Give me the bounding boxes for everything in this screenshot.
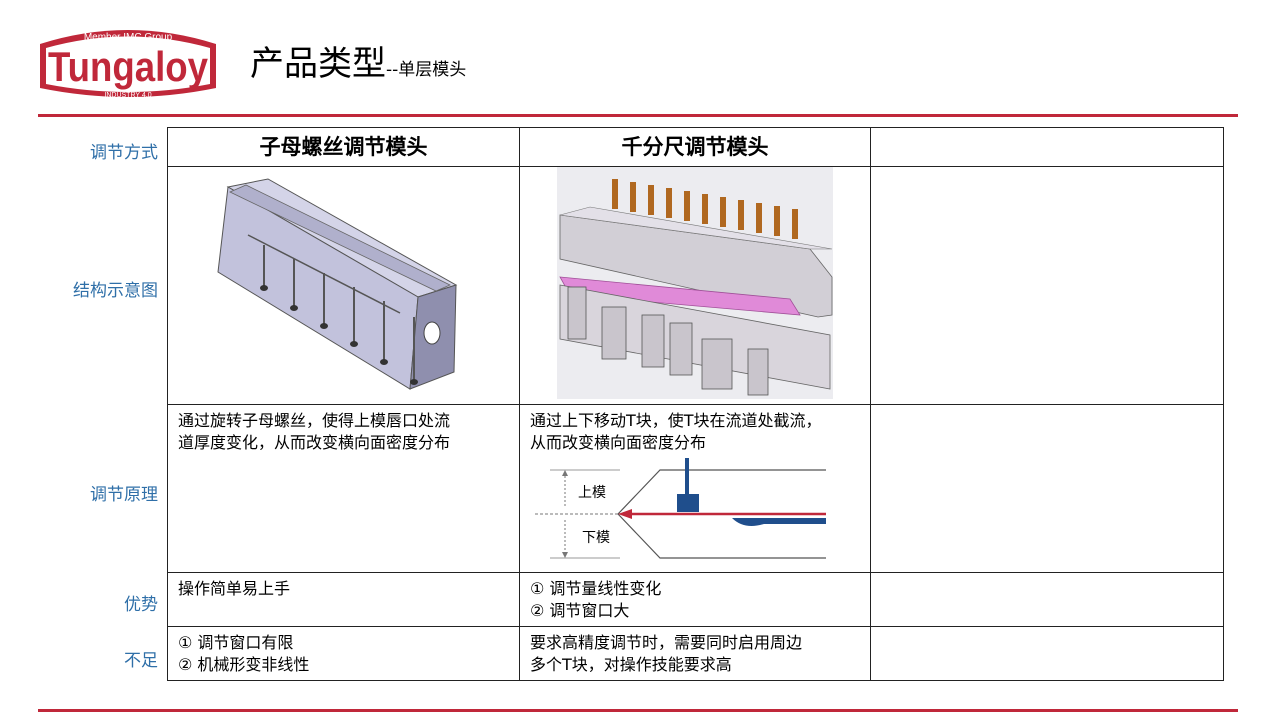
row-label-method: 调节方式 <box>90 143 158 163</box>
principle-cell-3 <box>870 404 1224 573</box>
shortcoming-line: 要求高精度调节时，需要同时启用周边 <box>530 633 803 652</box>
shortcoming-line: 多个T块，对操作技能要求高 <box>530 655 732 674</box>
shortcoming-cell-2: 要求高精度调节时，需要同时启用周边 多个T块，对操作技能要求高 <box>519 626 871 681</box>
shortcoming-cell-3 <box>870 626 1224 681</box>
structure-row <box>167 166 1224 405</box>
shortcoming-row: ① 调节窗口有限 ② 机械形变非线性 要求高精度调节时，需要同时启用周边 多个T… <box>167 626 1224 681</box>
principle-line: 通过上下移动T块，使T块在流道处截流， <box>530 411 822 430</box>
structure-cell-2 <box>519 166 871 405</box>
micrometer-die-illustration <box>557 167 833 399</box>
shortcoming-line: ① 调节窗口有限 <box>178 633 294 652</box>
shortcoming-cell-1: ① 调节窗口有限 ② 机械形变非线性 <box>167 626 520 681</box>
bottom-divider <box>38 709 1238 712</box>
shortcoming-line: ② 机械形变非线性 <box>178 655 310 674</box>
logo-name-text: Tungaloy <box>48 43 209 90</box>
top-divider <box>38 114 1238 117</box>
row-label-shortcoming: 不足 <box>124 651 158 671</box>
page-title-main: 产品类型 <box>250 44 386 84</box>
advantage-line: 操作简单易上手 <box>178 579 291 598</box>
principle-line: 从而改变横向面密度分布 <box>530 433 707 452</box>
t-block <box>677 494 699 512</box>
advantage-cell-1: 操作简单易上手 <box>167 572 520 627</box>
row-label-principle: 调节原理 <box>90 485 158 505</box>
tungaloy-logo-graphic: Member IMC Group Tungaloy INDUSTRY 4.0 <box>40 30 216 99</box>
principle-cell-2: 通过上下移动T块，使T块在流道处截流， 从而改变横向面密度分布 上模 下模 <box>519 404 871 573</box>
logo-member-text: Member IMC Group <box>84 32 173 43</box>
logo-industry-text: INDUSTRY 4.0 <box>104 92 151 99</box>
comparison-table: 子母螺丝调节模头 千分尺调节模头 <box>167 127 1224 681</box>
principle-line: 道厚度变化，从而改变横向面密度分布 <box>178 433 451 452</box>
screw-die-illustration <box>217 178 458 390</box>
lower-die-label: 下模 <box>582 529 610 545</box>
t-block-flow-diagram: 上模 下模 <box>535 458 826 559</box>
advantage-row: 操作简单易上手 ① 调节量线性变化 ② 调节窗口大 <box>167 572 1224 627</box>
structure-cell-1 <box>167 166 520 405</box>
structure-cell-3 <box>870 166 1224 405</box>
advantage-line: ① 调节量线性变化 <box>530 579 662 598</box>
upper-die-label: 上模 <box>578 484 606 500</box>
header-cell-2: 千分尺调节模头 <box>519 127 871 167</box>
advantage-cell-2: ① 调节量线性变化 ② 调节窗口大 <box>519 572 871 627</box>
tungaloy-logo: Member IMC Group Tungaloy INDUSTRY 4.0 <box>32 18 224 102</box>
header-cell-1: 子母螺丝调节模头 <box>167 127 520 167</box>
principle-cell-1: 通过旋转子母螺丝，使得上模唇口处流 道厚度变化，从而改变横向面密度分布 <box>167 404 520 573</box>
lower-lip-shape <box>732 518 826 526</box>
row-label-advantage: 优势 <box>124 595 158 615</box>
row-label-structure: 结构示意图 <box>73 281 158 301</box>
page-title: 产品类型--单层模头 <box>250 36 466 85</box>
header-cell-3 <box>870 127 1224 167</box>
advantage-line: ② 调节窗口大 <box>530 601 630 620</box>
page-title-sub: --单层模头 <box>386 60 467 80</box>
advantage-cell-3 <box>870 572 1224 627</box>
principle-line: 通过旋转子母螺丝，使得上模唇口处流 <box>178 411 451 430</box>
header-row: 子母螺丝调节模头 千分尺调节模头 <box>167 127 1224 167</box>
principle-row: 通过旋转子母螺丝，使得上模唇口处流 道厚度变化，从而改变横向面密度分布 通过上下… <box>167 404 1224 573</box>
flow-arrowhead <box>618 509 632 519</box>
